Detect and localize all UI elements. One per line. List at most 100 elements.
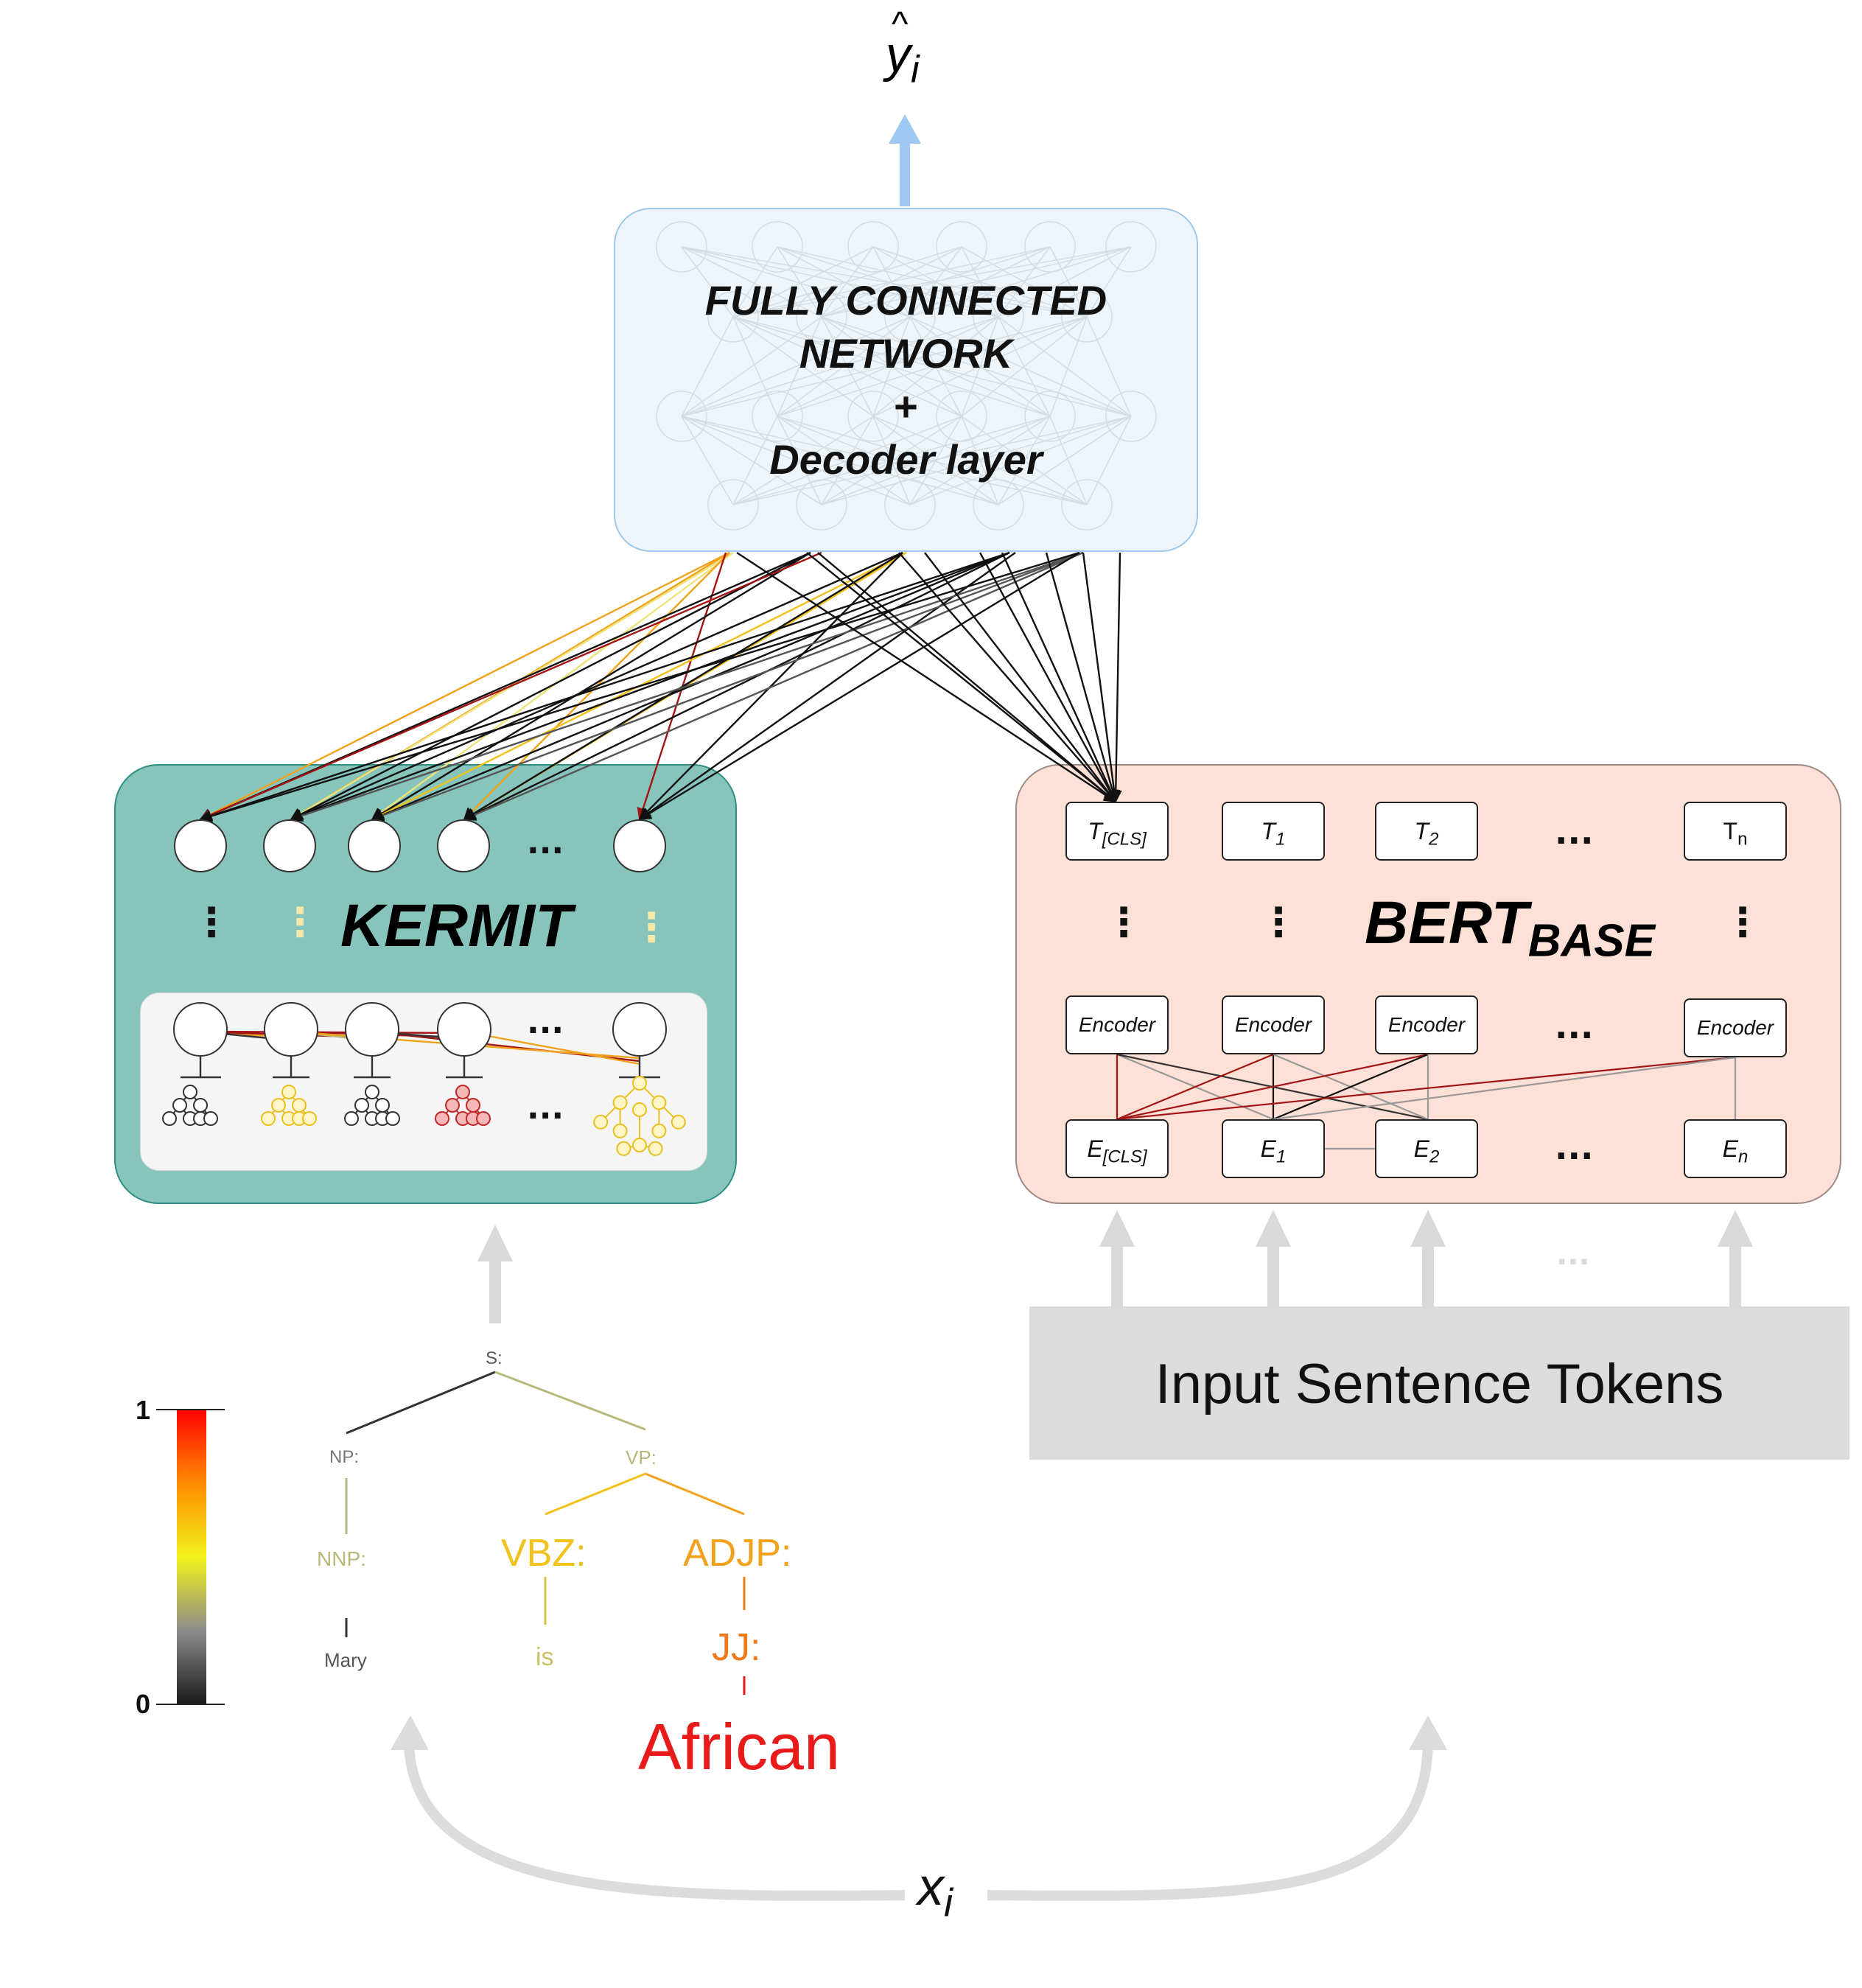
tree-icon <box>261 1085 317 1126</box>
tree-icon <box>162 1085 218 1126</box>
fcn-faint-node <box>707 479 759 531</box>
kermit-lower-nodes <box>173 1002 667 1057</box>
input-tokens-label: Input Sentence Tokens <box>1155 1353 1724 1415</box>
tree-icon <box>593 1076 686 1156</box>
input-variable-label: xi <box>917 1857 953 1925</box>
output-subscript: i <box>911 48 920 91</box>
fcn-faint-node <box>1105 391 1157 442</box>
input-tokens-box <box>1029 1306 1849 1460</box>
fcn-to-kermit-line <box>199 551 1010 822</box>
output-label: ^ yi <box>886 7 920 91</box>
fcn-to-kermit-line <box>199 551 822 821</box>
fcn-faint-node <box>1024 221 1076 273</box>
fcn-faint-node <box>1061 291 1113 343</box>
fcn-to-bert-line <box>1001 552 1117 803</box>
bert-vdots-3: ⋮ <box>1723 899 1763 945</box>
bert-title-main: BERT <box>1365 889 1528 956</box>
input-variable-x: x <box>917 1858 944 1917</box>
fcn-to-kermit-line <box>371 551 811 821</box>
tree-word-mary: Mary <box>324 1649 367 1671</box>
bert-token-e1: E1 <box>1222 1119 1325 1178</box>
tree-word-is: is <box>536 1643 554 1671</box>
fcn-to-bert-line <box>924 552 1117 803</box>
fcn-faint-node <box>1061 479 1113 531</box>
bert-token-en: En <box>1684 1119 1787 1178</box>
kermit-tree-ellipsis: ... <box>527 1089 564 1127</box>
fcn-faint-node <box>936 221 987 273</box>
fcn-faint-node <box>752 391 803 442</box>
fcn-faint-node <box>973 479 1024 531</box>
fcn-to-bert-connections <box>736 551 1122 803</box>
fcn-to-bert-line <box>817 552 1117 803</box>
kermit-title: KERMIT <box>340 892 573 959</box>
kermit-vdots-1: ⋮ <box>192 899 231 945</box>
fcn-faint-node <box>796 291 847 343</box>
bert-token-e-cls: E[CLS] <box>1065 1119 1169 1178</box>
output-hat: ^ <box>892 5 909 44</box>
tree-np: NP: <box>329 1447 360 1467</box>
fcn-to-bert-line <box>1045 552 1119 803</box>
fcn-line-3: + <box>894 383 918 430</box>
tree-icons <box>162 1076 686 1156</box>
bert-encoder-n: Encoder <box>1684 998 1787 1057</box>
fcn-faint-node <box>884 291 936 343</box>
bert-title-sub: BASE <box>1527 915 1656 967</box>
colorbar-max-label: 1 <box>136 1395 151 1425</box>
kermit-node-3 <box>348 819 401 872</box>
kermit-node-4 <box>437 819 490 872</box>
bert-token-t-cls: T[CLS] <box>1065 802 1169 861</box>
fcn-title: FULLY CONNECTED NETWORK + Decoder layer <box>614 274 1198 486</box>
fcn-faint-node <box>847 391 899 442</box>
bert-title: BERTBASE <box>1365 889 1655 967</box>
fcn-to-bert-line <box>898 552 1117 803</box>
fcn-faint-node <box>1105 221 1157 273</box>
bert-token-t2: T2 <box>1375 802 1478 861</box>
output-arrow <box>889 114 921 206</box>
bert-bottom-ellipsis: ... <box>1555 1127 1594 1167</box>
kermit-vdots-2: ⋮ <box>280 899 320 945</box>
kermit-lower-connections <box>181 1030 660 1079</box>
output-y: y <box>886 27 911 83</box>
fcn-to-kermit-line <box>463 551 1084 821</box>
fcn-faint-node <box>1024 391 1076 442</box>
input-variable-curves <box>404 1742 1433 1901</box>
fcn-to-kermit-line <box>638 551 1080 821</box>
input-arrows <box>477 1210 1753 1323</box>
bert-encoder-3: Encoder <box>1375 995 1478 1054</box>
bert-top-ellipsis: ... <box>1555 812 1594 852</box>
colorbar-min-label: 0 <box>136 1689 151 1719</box>
fcn-to-bert-line <box>979 552 1117 803</box>
bert-token-tn: Tn <box>1684 802 1787 861</box>
tree-nnp: NNP: <box>317 1547 366 1570</box>
fcn-faint-node <box>752 221 803 273</box>
kermit-bottom-ellipsis: ... <box>527 1004 564 1041</box>
fcn-to-kermit-line <box>199 551 730 821</box>
fcn-faint-node <box>707 291 759 343</box>
tree-word-african: African <box>638 1710 840 1783</box>
fcn-to-kermit-line <box>463 551 903 821</box>
fcn-to-kermit-line <box>463 551 1010 821</box>
fcn-faint-node <box>973 291 1024 343</box>
kermit-node-1 <box>174 819 227 872</box>
tree-adjp: ADJP: <box>683 1532 792 1575</box>
tree-icon <box>344 1085 400 1126</box>
fcn-faint-node <box>936 391 987 442</box>
fcn-to-kermit-connections <box>199 551 1084 822</box>
kermit-forest-panel <box>140 993 707 1171</box>
fcn-to-kermit-line <box>290 551 1084 822</box>
parse-tree-edges <box>345 1371 746 1695</box>
fcn-faint-node <box>884 479 936 531</box>
fcn-line-1: FULLY CONNECTED <box>704 277 1107 323</box>
bert-encoder-2: Encoder <box>1222 995 1325 1054</box>
tree-root-s: S: <box>486 1348 503 1368</box>
kermit-top-ellipsis: ... <box>527 824 564 861</box>
bert-vdots-1: ⋮ <box>1104 899 1144 945</box>
input-variable-arrowheads <box>391 1715 1447 1750</box>
bert-token-e2: E2 <box>1375 1119 1478 1178</box>
color-scale-bar <box>156 1409 225 1705</box>
fcn-faint-node <box>796 479 847 531</box>
input-variable-subscript: i <box>944 1880 953 1925</box>
fcn-to-kermit-line <box>290 551 1010 822</box>
